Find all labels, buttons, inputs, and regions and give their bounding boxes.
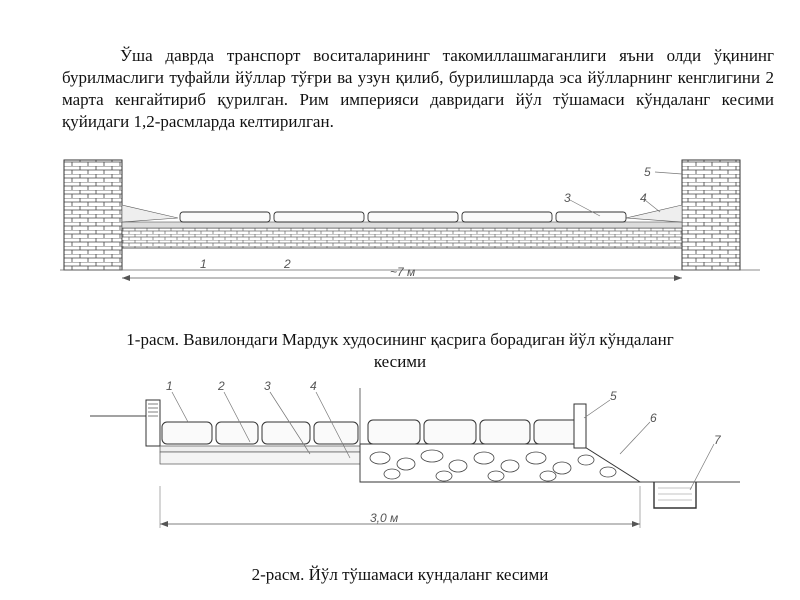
fig2-label-6: 6 (650, 411, 657, 425)
fig1-label-5: 5 (644, 165, 651, 179)
fig1-dimension-label: ~7 м (390, 265, 415, 279)
fig2-label-5: 5 (610, 389, 617, 403)
fig1-label-2: 2 (283, 257, 291, 271)
fig2-dimension-label: 3,0 м (370, 511, 398, 525)
figure-1-caption-line-1: 1-расм. Вавилондаги Мардук худосининг қа… (126, 330, 674, 349)
fig2-label-3: 3 (264, 379, 271, 393)
stone-fill (359, 443, 642, 483)
figure-1-caption-line-2: кесими (373, 352, 427, 371)
top-slabs (179, 211, 627, 223)
stones (369, 449, 617, 482)
left-brick-wall (63, 159, 123, 271)
left-slope (121, 204, 179, 223)
fig1-label-4: 4 (640, 191, 647, 205)
top-slabs-2 (161, 419, 581, 445)
base-layer (121, 227, 683, 249)
figure-1-caption: 1-расм. Вавилондаги Мардук худосининг қа… (40, 329, 760, 373)
body-paragraph: Ўша даврда транспорт воситаларининг тако… (62, 46, 774, 131)
fig1-label-3: 3 (564, 191, 571, 205)
figure-2-drawing: 1 2 3 4 5 6 7 3,0 м (90, 379, 740, 528)
fig2-label-7: 7 (714, 433, 722, 447)
fig1-label-1: 1 (200, 257, 207, 271)
figure-2-cross-section: 1 2 3 4 5 6 7 3,0 м (80, 378, 760, 538)
fig2-label-4: 4 (310, 379, 317, 393)
left-curb (145, 399, 161, 447)
fig2-label-1: 1 (166, 379, 173, 393)
right-curb (573, 403, 587, 449)
sub-layer (159, 445, 361, 453)
drainage-ditch (653, 482, 697, 509)
figure-2-caption: 2-расм. Йўл тўшамаси кундаланг кесими (251, 565, 549, 584)
right-brick-wall (681, 159, 741, 271)
figure-1-drawing: 1 2 3 4 5 ~7 м (60, 159, 760, 281)
figure-1-cross-section: 1 2 3 4 5 ~7 м (60, 150, 760, 300)
base-layer-2 (159, 451, 361, 465)
bitumen-layer (121, 221, 683, 229)
right-slope (625, 204, 683, 223)
fig2-label-2: 2 (217, 379, 225, 393)
